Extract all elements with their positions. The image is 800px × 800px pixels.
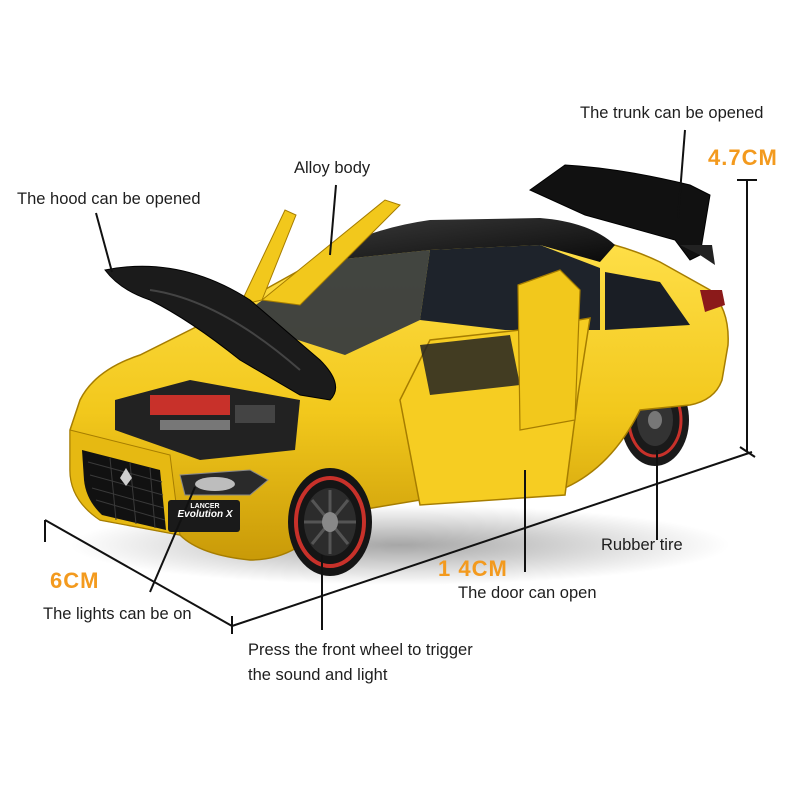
car-roof — [315, 218, 615, 262]
callout-rubber-tire: Rubber tire — [601, 536, 683, 554]
callout-press-line1: Press the front wheel to trigger — [248, 641, 473, 659]
plate-badge: LANCER Evolution X — [172, 503, 238, 520]
line-trunk — [677, 129, 686, 219]
callout-lights: The lights can be on — [43, 605, 192, 623]
length-line — [231, 451, 753, 627]
engine-cover — [150, 395, 230, 415]
front-wheel — [288, 468, 372, 576]
dimension-lines — [44, 179, 757, 634]
rear-door-open — [517, 269, 581, 431]
taillight — [700, 290, 725, 312]
rear-spoiler — [529, 164, 711, 261]
dimension-width: 6CM — [50, 568, 100, 593]
front-grille — [82, 450, 166, 530]
line-alloy — [329, 184, 337, 256]
dimension-height: 4.7CM — [708, 145, 778, 170]
depth-line — [44, 519, 233, 627]
callout-lines — [95, 129, 686, 630]
callout-alloy-body: Alloy body — [294, 159, 371, 177]
brand-emblem — [120, 468, 132, 486]
callout-press-line2: the sound and light — [248, 666, 388, 684]
rear-window — [605, 272, 690, 330]
line-hood — [95, 212, 113, 273]
hood-open — [104, 265, 337, 401]
line-lights — [149, 486, 196, 593]
badge-line2: Evolution X — [177, 509, 233, 520]
callout-trunk: The trunk can be opened — [580, 104, 764, 122]
top-door-left — [239, 209, 297, 306]
callout-door: The door can open — [458, 584, 597, 602]
badge-line1: LANCER — [190, 503, 220, 510]
dimension-length: 1 4CM — [438, 556, 508, 581]
callout-hood: The hood can be opened — [17, 190, 201, 208]
